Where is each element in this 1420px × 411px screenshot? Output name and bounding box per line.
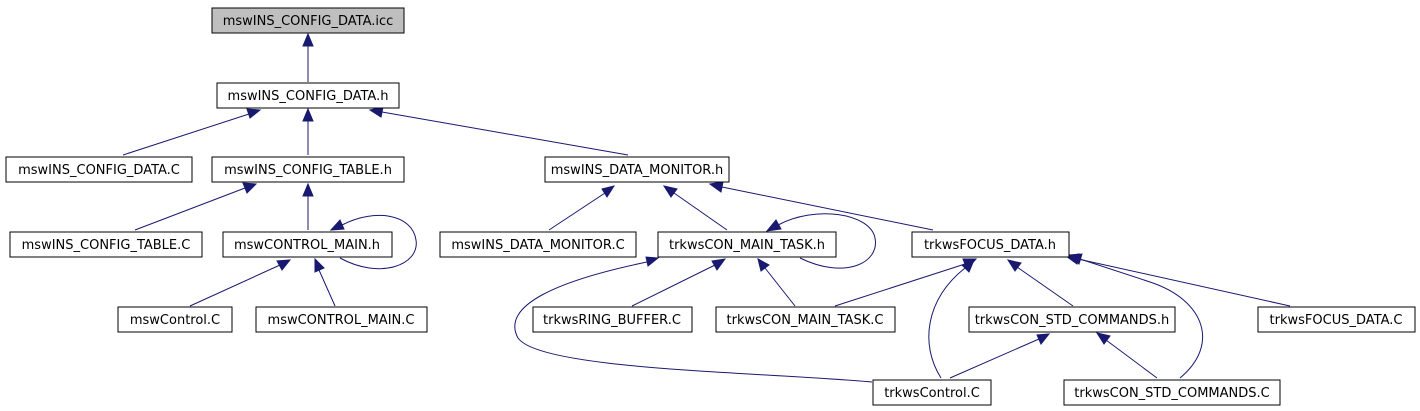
node-trkwscon-std-commands-h[interactable]: trkwsCON_STD_COMMANDS.h — [968, 306, 1176, 333]
node-label: trkwsFOCUS_DATA.C — [1270, 313, 1403, 328]
edge-con-main-task-c-to-h — [764, 267, 796, 307]
node-label: trkwsRING_BUFFER.C — [543, 313, 681, 328]
edge-con-main-task-h-to-data-monitor-h — [673, 192, 728, 231]
arrowhead — [1006, 259, 1022, 272]
arrowhead — [314, 257, 325, 273]
edge-config-table-c-to-h — [134, 187, 246, 231]
edge-std-commands-c-to-focus-data-h — [1079, 258, 1204, 379]
arrowhead — [1095, 332, 1111, 345]
node-trkwscon-main-task-h[interactable]: trkwsCON_MAIN_TASK.h — [657, 231, 837, 258]
node-label: mswINS_CONFIG_DATA.C — [18, 163, 180, 178]
edges — [122, 32, 1291, 383]
edge-control-main-h-self — [339, 214, 417, 270]
nodes: mswINS_CONFIG_DATA.icc mswINS_CONFIG_DAT… — [5, 7, 1416, 406]
node-label: mswINS_DATA_MONITOR.C — [451, 238, 624, 253]
arrowhead — [302, 107, 314, 122]
arrowhead — [645, 256, 660, 267]
node-trkwscon-std-commands-c[interactable]: trkwsCON_STD_COMMANDS.C — [1063, 379, 1281, 406]
node-label: trkwsCON_MAIN_TASK.h — [669, 238, 825, 253]
node-label: mswINS_CONFIG_DATA.h — [228, 89, 389, 104]
node-label: mswCONTROL_MAIN.C — [268, 313, 415, 328]
node-trkwsring-buffer-c[interactable]: trkwsRING_BUFFER.C — [532, 306, 693, 333]
node-label: mswINS_CONFIG_TABLE.h — [224, 163, 392, 178]
arrowhead — [961, 259, 975, 273]
arrowhead — [757, 258, 770, 272]
edge-data-monitor-c-to-h — [548, 192, 606, 231]
edge-trkwscontrol-c-to-focus-data-h — [928, 267, 966, 379]
arrowhead — [708, 181, 724, 193]
arrowhead — [302, 182, 314, 197]
node-trkwsfocus-data-h[interactable]: trkwsFOCUS_DATA.h — [911, 231, 1070, 258]
node-trkwsfocus-data-c[interactable]: trkwsFOCUS_DATA.C — [1257, 306, 1416, 333]
node-mswins-data-monitor-h[interactable]: mswINS_DATA_MONITOR.h — [544, 156, 730, 183]
arrowhead — [601, 185, 616, 198]
node-trkwscon-main-task-c[interactable]: trkwsCON_MAIN_TASK.C — [715, 306, 896, 333]
arrowhead — [242, 182, 258, 194]
node-mswins-config-data-c[interactable]: mswINS_CONFIG_DATA.C — [5, 156, 193, 183]
arrowhead — [246, 108, 262, 119]
arrowhead — [1067, 253, 1083, 265]
edge-focus-data-c-to-h — [1077, 258, 1291, 307]
node-label: trkwsCON_MAIN_TASK.C — [727, 313, 884, 328]
node-mswcontrol-c[interactable]: mswControl.C — [117, 306, 233, 333]
node-mswcontrol-main-c[interactable]: mswCONTROL_MAIN.C — [255, 306, 428, 333]
edge-config-data-c-to-h — [122, 113, 250, 156]
node-label: trkwsCON_STD_COMMANDS.C — [1074, 386, 1269, 401]
arrowhead — [1036, 333, 1051, 345]
node-mswins-config-data-icc[interactable]: mswINS_CONFIG_DATA.icc — [211, 7, 405, 34]
node-label: mswINS_CONFIG_DATA.icc — [223, 14, 394, 29]
node-label: mswINS_CONFIG_TABLE.C — [22, 238, 191, 253]
node-mswins-data-monitor-c[interactable]: mswINS_DATA_MONITOR.C — [439, 231, 637, 258]
edge-data-monitor-h-to-data-h — [381, 111, 629, 156]
arrowhead — [662, 185, 678, 198]
arrowhead — [302, 32, 314, 47]
edge-con-main-task-h-self — [777, 213, 876, 269]
edge-std-commands-h-to-focus-data-h — [1016, 266, 1074, 307]
arrowhead — [765, 219, 782, 232]
edge-focus-data-h-to-data-monitor-h — [721, 186, 934, 231]
node-mswins-config-data-h[interactable]: mswINS_CONFIG_DATA.h — [216, 82, 400, 109]
node-label: trkwsCON_STD_COMMANDS.h — [975, 313, 1170, 328]
node-mswins-config-table-h[interactable]: mswINS_CONFIG_TABLE.h — [211, 156, 405, 183]
node-label: trkwsControl.C — [884, 386, 980, 401]
arrowhead — [329, 219, 345, 231]
node-label: mswINS_DATA_MONITOR.h — [551, 163, 724, 178]
node-trkwscontrol-c[interactable]: trkwsControl.C — [872, 379, 992, 406]
node-mswins-config-table-c[interactable]: mswINS_CONFIG_TABLE.C — [9, 231, 203, 258]
arrowhead — [711, 258, 727, 271]
edge-con-main-task-c-to-focus-data-h — [834, 263, 966, 307]
node-mswcontrol-main-h[interactable]: mswCONTROL_MAIN.h — [222, 231, 393, 258]
node-label: mswCONTROL_MAIN.h — [234, 238, 380, 253]
node-label: mswControl.C — [130, 313, 220, 328]
arrowhead — [276, 259, 292, 271]
node-label: trkwsFOCUS_DATA.h — [924, 238, 1056, 253]
edge-ring-buffer-c-to-con-main-task-h — [631, 264, 716, 307]
edge-std-commands-c-to-h — [1105, 339, 1158, 379]
edge-trkwscontrol-c-to-con-main-task-h — [514, 261, 873, 383]
edge-mswcontrol-c-to-control-main-h — [189, 264, 281, 307]
edge-control-main-c-to-h — [318, 269, 336, 307]
edge-trkwscontrol-c-to-std-commands-h — [949, 338, 1040, 379]
